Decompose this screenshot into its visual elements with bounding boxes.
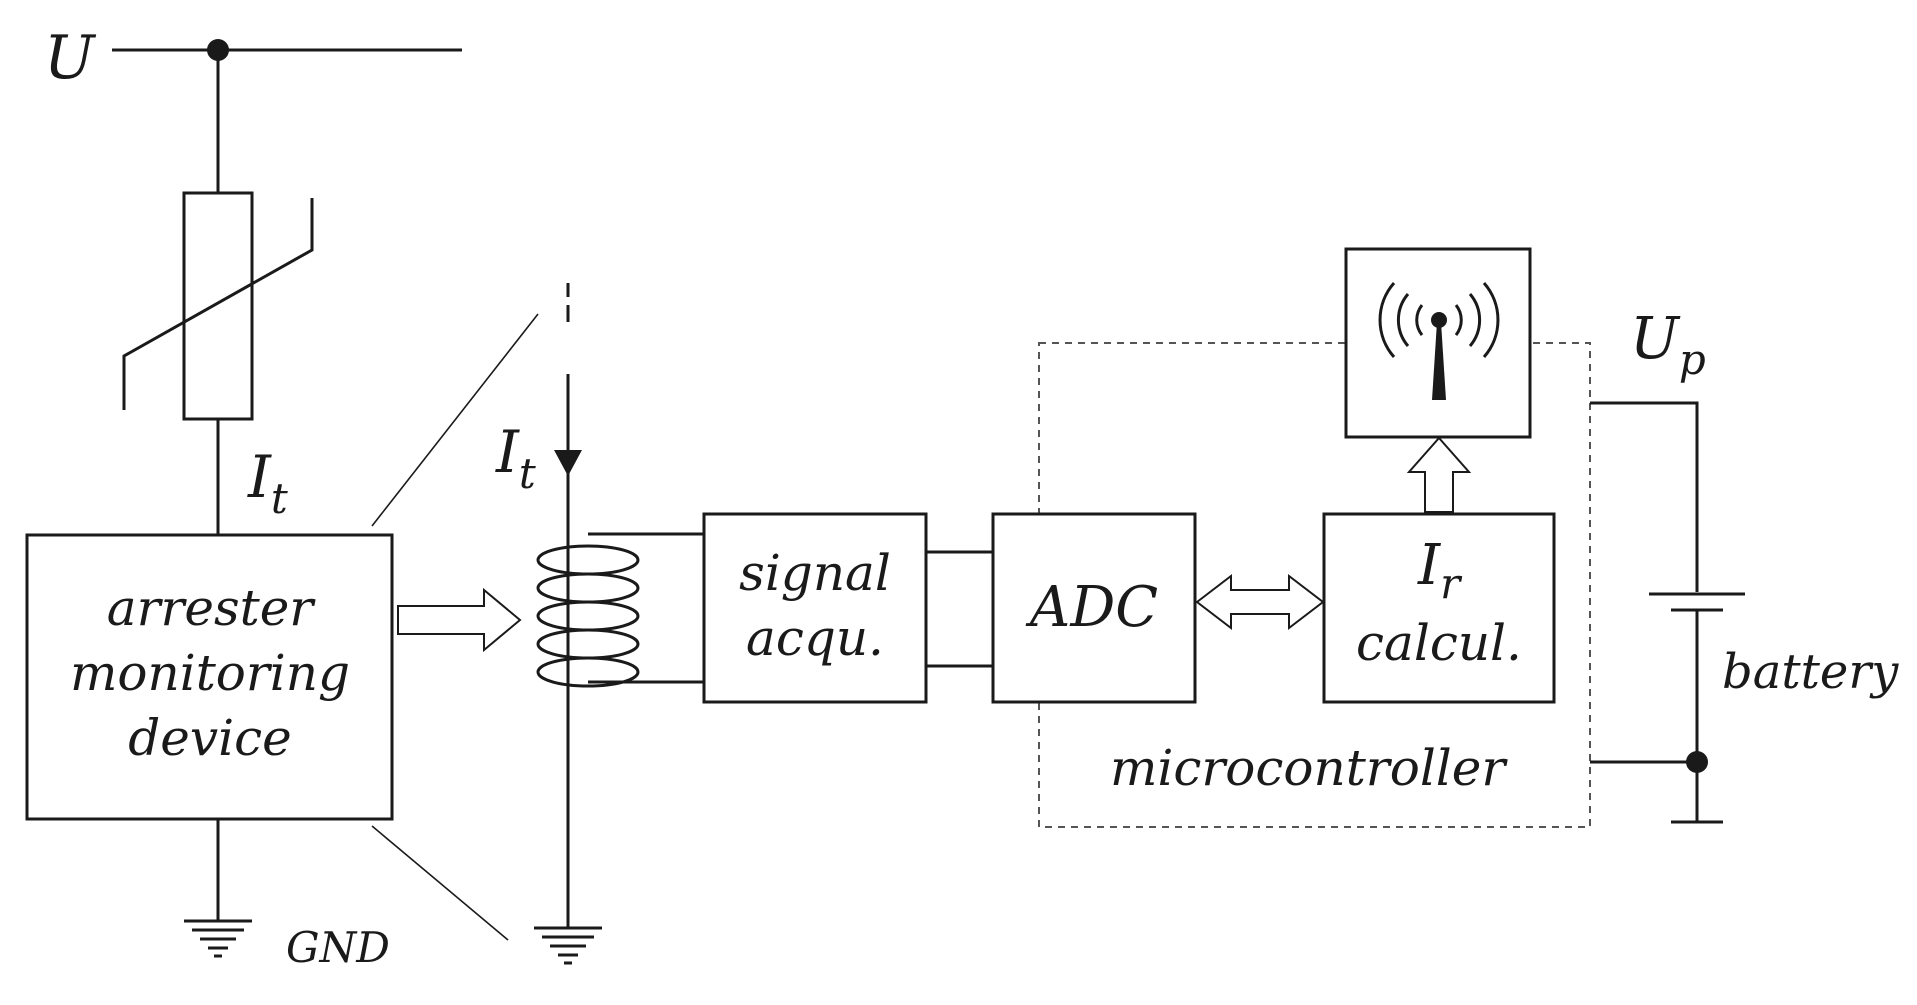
monitor-label-line2: monitoring <box>70 644 350 702</box>
battery-supply-wiring <box>1590 401 1723 824</box>
radio-block <box>1344 247 1532 439</box>
zoom-line-top <box>371 313 539 527</box>
arrester-monitoring-device: arrester monitoring device <box>25 533 394 821</box>
adc-label: ADC <box>1025 575 1158 640</box>
ground-icon <box>534 926 602 965</box>
leakage-current-label: It <box>247 443 288 523</box>
calc-label-line2: calcul. <box>1356 614 1522 672</box>
calc-current-label: Ir <box>1417 533 1463 608</box>
monitor-label-line1: arrester <box>107 579 317 637</box>
supply-voltage-label: U <box>44 23 97 93</box>
signal-label-line2: acqu. <box>746 609 884 667</box>
microcontroller-label: microcontroller <box>1110 739 1508 797</box>
current-path <box>554 283 582 928</box>
supply-line <box>112 39 462 61</box>
ground-icon <box>184 919 252 958</box>
arrow-monitor-to-ct <box>397 587 522 653</box>
battery-label: battery <box>1722 644 1899 700</box>
ct-current-label: It <box>495 418 536 498</box>
battery-voltage-label: Up <box>1630 304 1706 384</box>
arrow-calc-to-radio <box>1406 436 1472 513</box>
antenna-icon <box>1378 282 1500 400</box>
zoom-line-bottom <box>371 825 509 941</box>
microcontroller-boundary <box>1038 342 1591 828</box>
ground-label: GND <box>286 923 390 972</box>
current-calculation-block: Ir calcul. <box>1322 512 1556 704</box>
arrow-adc-calc-bidirectional <box>1195 573 1325 631</box>
signal-label-line1: signal <box>739 544 891 602</box>
current-arrow-icon <box>554 450 582 476</box>
varistor-icon <box>122 191 314 421</box>
battery-icon <box>1649 592 1745 612</box>
monitor-label-line3: device <box>128 709 291 767</box>
coil-icon <box>536 532 704 688</box>
signal-acquisition-block: signal acqu. <box>702 512 928 704</box>
adc-block: ADC <box>991 512 1197 704</box>
